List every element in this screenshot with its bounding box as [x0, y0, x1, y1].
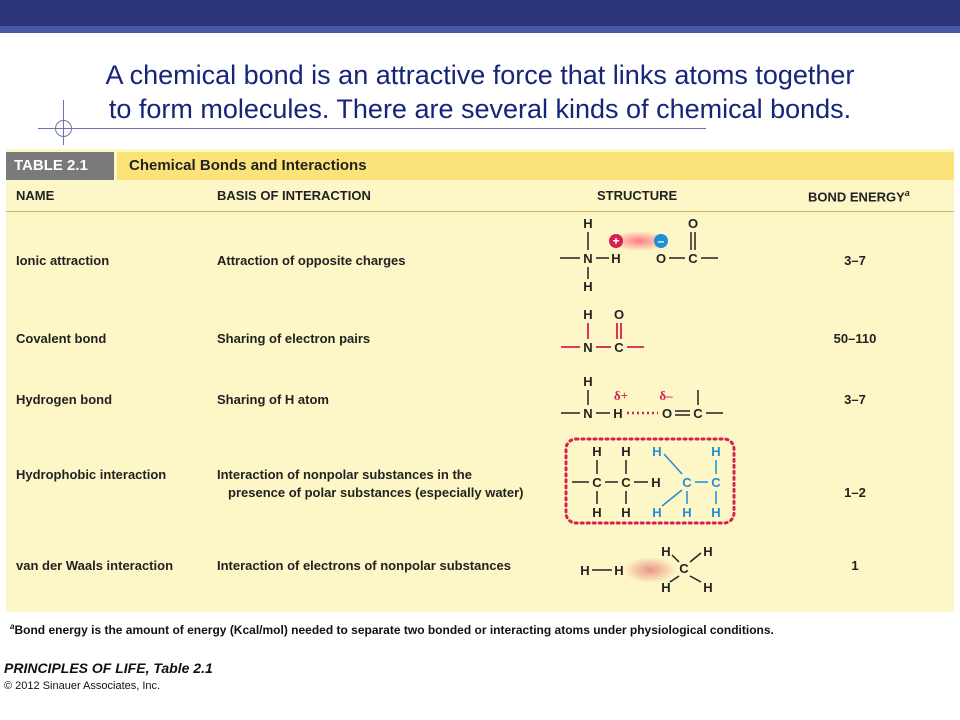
ionic-h-top: H — [583, 216, 592, 231]
vdw-h-2: H — [614, 563, 623, 578]
vdw-h-6: H — [703, 580, 712, 595]
hydrophobic-blue-bond-5 — [661, 489, 683, 507]
hbond-c: C — [693, 406, 703, 421]
hydrophobic-dotted-frame — [564, 437, 736, 525]
vdw-bond-3 — [669, 575, 680, 583]
hydrophobic-c-1: C — [592, 475, 602, 490]
hydrophobic-h-5: H — [621, 505, 630, 520]
column-header-energy: BOND ENERGYa — [808, 188, 910, 204]
credit-title: PRINCIPLES OF LIFE, Table 2.1 — [4, 660, 213, 676]
row-hydrophobic-energy: 1–2 — [844, 485, 866, 500]
footnote-text: Bond energy is the amount of energy (Kca… — [14, 623, 774, 637]
hydrophobic-blue-h-2: H — [711, 444, 720, 459]
slide-headline: A chemical bond is an attractive force t… — [0, 58, 960, 126]
hydrophobic-blue-c-2: C — [711, 475, 721, 490]
ionic-attraction-glow — [611, 231, 667, 251]
vdw-h-1: H — [580, 563, 589, 578]
row-vdw-energy: 1 — [851, 558, 859, 573]
vdw-bond-4 — [689, 575, 702, 583]
hbond-h-top: H — [583, 374, 592, 389]
row-vdw-name: van der Waals interaction — [16, 558, 174, 573]
hydrophobic-c-2: C — [621, 475, 631, 490]
table-footnote: aBond energy is the amount of energy (Kc… — [10, 622, 774, 637]
ionic-plus-sign: + — [612, 234, 619, 248]
vdw-bond-1 — [671, 554, 680, 563]
hydrophobic-h-1: H — [592, 444, 601, 459]
row-hydrogen-basis: Sharing of H atom — [217, 392, 329, 407]
ionic-o-top: O — [688, 216, 698, 231]
structure-hydrogen: H N H O C δ+ δ– — [561, 374, 723, 421]
vdw-h-3: H — [661, 544, 670, 559]
structure-covalent: H N C O — [561, 307, 644, 355]
hydrophobic-h-3: H — [651, 475, 660, 490]
headline-line-1: A chemical bond is an attractive force t… — [105, 60, 855, 90]
table-tag: TABLE 2.1 — [6, 152, 114, 180]
row-covalent-basis: Sharing of electron pairs — [217, 331, 371, 346]
header-rule — [6, 211, 954, 212]
column-header-basis: BASIS OF INTERACTION — [217, 188, 371, 203]
table-panel — [6, 149, 954, 612]
hydrophobic-blue-h-1: H — [652, 444, 661, 459]
covalent-o: O — [614, 307, 624, 322]
decorative-crosshair-circle — [55, 120, 72, 137]
vdw-c: C — [679, 561, 689, 576]
hydrophobic-blue-h-5: H — [711, 505, 720, 520]
hydrophobic-blue-c-1: C — [682, 475, 692, 490]
hbond-o: O — [662, 406, 672, 421]
row-ionic-name: Ionic attraction — [16, 253, 110, 268]
row-vdw-basis: Interaction of electrons of nonpolar sub… — [217, 558, 511, 573]
vdw-electron-cloud — [624, 557, 676, 583]
credit-copyright: © 2012 Sinauer Associates, Inc. — [4, 680, 161, 692]
row-ionic-basis: Attraction of opposite charges — [217, 253, 406, 268]
column-header-name: NAME — [16, 188, 55, 203]
column-header-energy-sup: a — [904, 188, 910, 198]
ionic-h-right: H — [611, 251, 620, 266]
row-ionic-energy: 3–7 — [844, 253, 866, 268]
row-hydrophobic-basis-line2: presence of polar substances (especially… — [228, 485, 524, 500]
ionic-o: O — [656, 251, 666, 266]
vdw-bond-2 — [689, 552, 702, 563]
ionic-minus-charge — [654, 234, 668, 248]
ionic-plus-charge — [609, 234, 623, 248]
structure-ionic: H N H H O C O + – — [560, 216, 718, 294]
hbond-delta-minus: δ– — [659, 388, 673, 403]
vdw-h-4: H — [703, 544, 712, 559]
column-header-structure: STRUCTURE — [597, 188, 678, 203]
hydrophobic-blue-bond-1 — [663, 453, 683, 475]
vdw-h-5: H — [661, 580, 670, 595]
covalent-n: N — [583, 340, 592, 355]
row-covalent-energy: 50–110 — [833, 331, 877, 346]
structure-vdw: H H C H H H H — [580, 544, 712, 595]
footnote-sup: a — [10, 622, 15, 631]
hydrophobic-h-4: H — [592, 505, 601, 520]
hbond-delta-plus: δ+ — [614, 388, 628, 403]
ionic-minus-sign: – — [658, 234, 665, 248]
hbond-n: N — [583, 406, 592, 421]
hydrophobic-h-2: H — [621, 444, 630, 459]
row-hydrophobic-name: Hydrophobic interaction — [16, 467, 167, 482]
covalent-h: H — [583, 307, 592, 322]
top-banner-stripe — [0, 26, 960, 33]
ionic-n: N — [583, 251, 592, 266]
hydrophobic-blue-h-4: H — [682, 505, 691, 520]
hbond-h: H — [613, 406, 622, 421]
row-hydrogen-name: Hydrogen bond — [16, 392, 113, 407]
ionic-c: C — [688, 251, 698, 266]
ionic-h-bottom: H — [583, 279, 592, 294]
decorative-rule — [38, 128, 706, 129]
covalent-c: C — [614, 340, 624, 355]
row-covalent-name: Covalent bond — [16, 331, 107, 346]
row-hydrophobic-basis: Interaction of nonpolar substances in th… — [217, 467, 472, 482]
column-header-energy-text: BOND ENERGY — [808, 189, 905, 205]
table-caption: Chemical Bonds and Interactions — [117, 152, 954, 180]
row-hydrogen-energy: 3–7 — [844, 392, 866, 407]
headline-line-2: to form molecules. There are several kin… — [108, 94, 852, 124]
structure-hydrophobic: H H C C H H H H H C C H H H — [564, 437, 736, 525]
hydrophobic-blue-h-3: H — [652, 505, 661, 520]
